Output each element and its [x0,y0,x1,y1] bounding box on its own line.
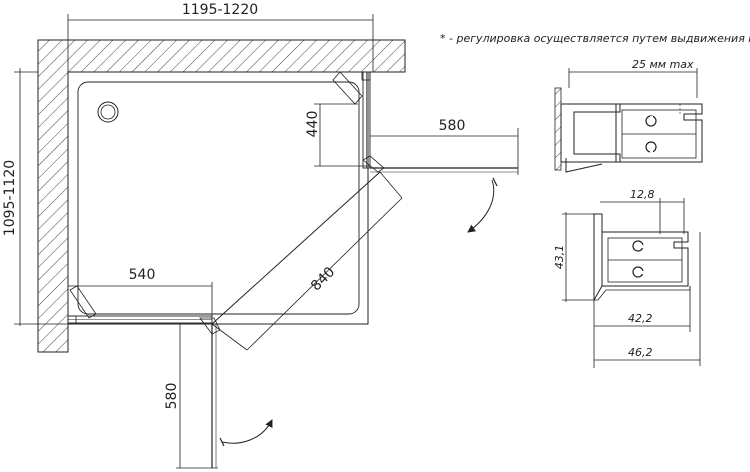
dim-540-label: 540 [129,267,156,283]
dim-440-label: 440 [305,111,321,138]
bottom-door-open-position [176,323,273,469]
profile-top-dim-label: 25 мм max [632,58,694,71]
wall-hatched [37,39,406,353]
rotation-arrow-right [467,179,495,233]
diagonal-door-outline [211,171,381,325]
drain-inner [100,104,116,120]
profile-bottom-section [562,198,701,368]
profile-bottom-dim-b: 43,1 [553,245,566,270]
profile-bottom-dim-a: 12,8 [630,188,655,201]
right-glass-panel [332,71,385,173]
dim-540 [68,282,213,318]
dim-left [14,68,68,326]
bottom-glass-panel [67,285,221,335]
dim-840-label: 840 [308,264,338,294]
profile-bottom-dim-d: 46,2 [628,346,653,359]
dim-840 [211,171,403,351]
adjustment-note: * - регулировка осуществляется путем выд… [440,32,750,45]
rotation-arrow-bottom [221,419,273,444]
shower-tray-outer [67,71,369,325]
right-door-open-position [370,128,519,233]
dim-right-door-label: 580 [439,118,466,134]
plan-view: 1195-1220 1095-1120 580 440 [2,2,519,469]
drain-outer [97,101,119,123]
dim-left-label: 1095-1120 [2,160,18,236]
dim-440 [314,103,370,167]
profile-top-section [554,68,703,173]
shower-tray-inner [77,81,360,315]
dim-top-label: 1195-1220 [182,2,258,18]
dim-bottom-door-label: 580 [164,383,180,410]
profile-bottom-dim-c: 42,2 [628,312,653,325]
dim-top [67,14,374,72]
